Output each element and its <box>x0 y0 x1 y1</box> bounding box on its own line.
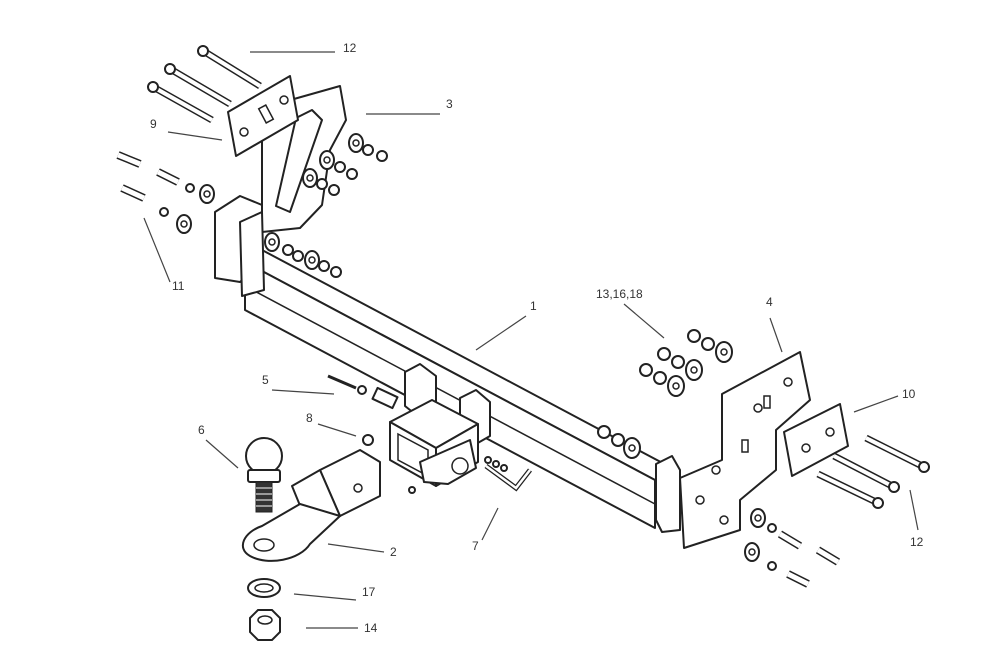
callout-1: 1 <box>530 299 537 313</box>
right-short-bolts <box>744 508 841 588</box>
callout-10: 10 <box>902 387 916 401</box>
ball-washer <box>247 578 281 598</box>
right-nut-cluster <box>597 329 733 459</box>
callout-7: 7 <box>472 539 479 553</box>
callout-9: 9 <box>150 117 157 131</box>
leader-lines <box>143 51 919 629</box>
callout-6: 6 <box>198 423 205 437</box>
receiver-hitch <box>389 363 508 494</box>
callout-8: 8 <box>306 411 313 425</box>
ball-mount <box>241 449 381 562</box>
tow-ball <box>245 437 283 513</box>
hitch-pin <box>327 374 399 446</box>
callout-12-bottom: 12 <box>910 535 924 549</box>
right-long-bolts <box>816 434 930 509</box>
callout-3: 3 <box>446 97 453 111</box>
callout-17: 17 <box>362 585 376 599</box>
callout-4: 4 <box>766 295 773 309</box>
callout-5: 5 <box>262 373 269 387</box>
callout-labels: 12 3 9 11 1 13,16,18 4 10 12 5 8 6 7 2 1… <box>150 41 924 635</box>
callout-2: 2 <box>390 545 397 559</box>
ball-nut <box>249 609 281 641</box>
left-bracket-nuts <box>264 133 388 278</box>
callout-14: 14 <box>364 621 378 635</box>
left-spacer-plate <box>227 75 299 157</box>
callout-11: 11 <box>172 279 185 293</box>
left-long-bolts <box>147 45 262 124</box>
right-bracket <box>655 351 811 549</box>
left-short-bolts <box>116 151 215 234</box>
right-spacer-plate <box>783 403 849 477</box>
hitch-clip <box>484 463 532 492</box>
callout-12-top: 12 <box>343 41 357 55</box>
callout-13-16-18: 13,16,18 <box>596 287 643 301</box>
